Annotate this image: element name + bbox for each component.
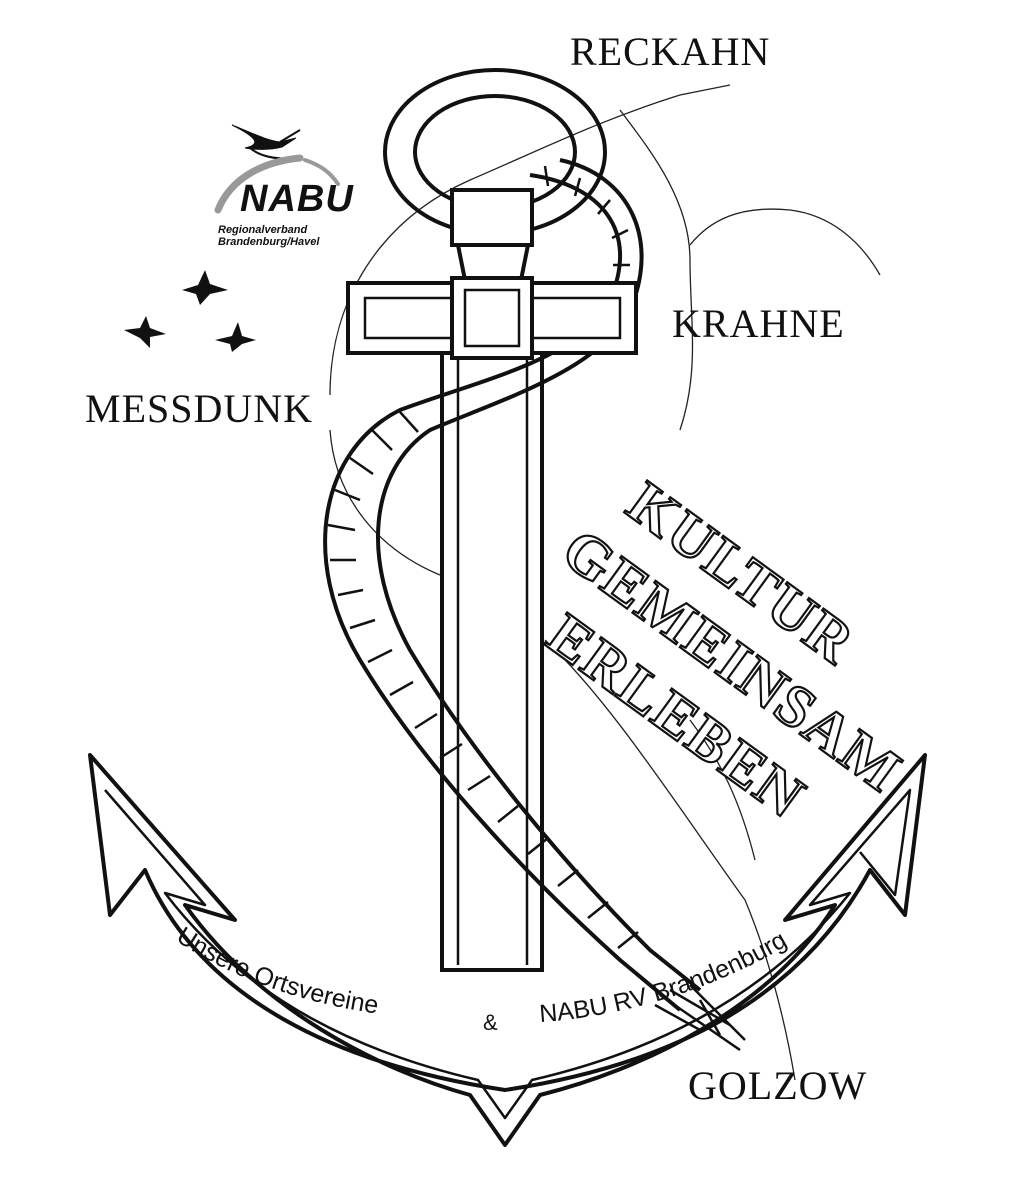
nabu-logo-subtitle-2: Brandenburg/Havel: [218, 236, 320, 248]
anchor-arms: [88, 753, 927, 1147]
flying-geese-icon: [124, 270, 256, 352]
rope-end-tassel: [654, 984, 746, 1052]
nabu-logo-subtitle-1: Regionalverband: [218, 224, 308, 236]
anchor-stock: [346, 276, 638, 360]
nabu-logo-wordmark: NABU: [240, 178, 354, 220]
place-label-golzow: GOLZOW: [688, 1063, 868, 1108]
place-label-krahne: KRAHNE: [672, 301, 845, 346]
stork-icon: [231, 124, 303, 160]
nabu-logo-arcs: [214, 154, 340, 214]
map-boundary-lines: [329, 84, 881, 1081]
place-label-reckahn: RECKAHN: [570, 29, 771, 74]
ribbon-ampersand: &: [483, 1010, 498, 1035]
anchor-collar: [450, 188, 534, 287]
rope: [323, 158, 702, 1012]
anchor-shank: [440, 348, 544, 972]
ribbon-right-text: NABU RV Brandenburg: [538, 926, 791, 1028]
place-label-messdunk: MESSDUNK: [85, 386, 314, 431]
